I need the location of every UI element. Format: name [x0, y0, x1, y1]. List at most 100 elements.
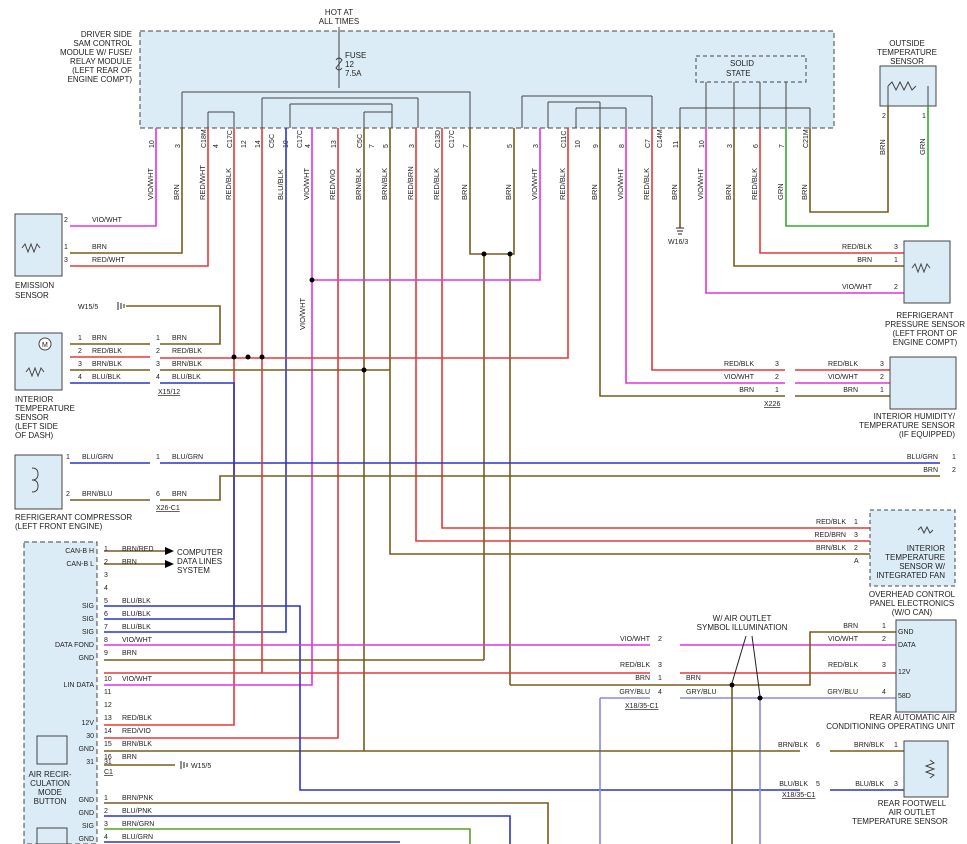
rear-ac-pin: 3: [882, 662, 886, 669]
x226-connector-label: X226: [764, 401, 780, 408]
x18-left-pin: 1: [658, 675, 662, 682]
svg-text:SENSOR: SENSOR: [15, 413, 49, 422]
sam-pin: C18M: [201, 129, 208, 148]
sam-wire: BRN: [460, 184, 469, 200]
svg-text:AIR RECIR-: AIR RECIR-: [28, 770, 71, 779]
rear-ac-wire: RED/BLK: [828, 662, 858, 669]
rear-ac-wire: VIO/WHT: [828, 636, 859, 643]
interior-wire: BRN: [92, 335, 107, 342]
svg-text:PRESSURE SENSOR: PRESSURE SENSOR: [885, 320, 965, 329]
compressor-label-2: (LEFT FRONT ENGINE): [15, 522, 103, 531]
hot-label-1: HOT AT: [325, 8, 353, 17]
sam-wire: BRN/BLK: [354, 168, 363, 200]
ccm-wire: VIO/WHT: [122, 676, 153, 683]
svg-text:(LEFT FRONT OF: (LEFT FRONT OF: [892, 329, 957, 338]
ccm-pin: 8: [104, 637, 108, 644]
rear-ac-wire: GRY/BLU: [827, 689, 858, 696]
svg-text:PANEL ELECTRONICS: PANEL ELECTRONICS: [870, 599, 954, 608]
x18-left-pin: 4: [658, 689, 662, 696]
solid-state-box: [695, 55, 807, 83]
svg-text:ENGINE COMPT): ENGINE COMPT): [68, 75, 133, 84]
pressure-pin: 2: [894, 284, 898, 291]
ground-w15-top-label: W15/5: [78, 304, 98, 311]
sam-wire: RED/WHT: [198, 165, 207, 200]
svg-text:DRIVER SIDE: DRIVER SIDE: [81, 30, 132, 39]
sam-pin: 10: [575, 140, 582, 148]
emission-label-1: EMISSION: [15, 281, 54, 290]
svg-text:SYSTEM: SYSTEM: [177, 566, 210, 575]
x18-left-wire: RED/BLK: [620, 662, 650, 669]
sam-wire: RED/BLK: [642, 168, 651, 200]
svg-text:(LEFT SIDE: (LEFT SIDE: [15, 422, 58, 431]
sam-pin: C5C: [269, 134, 276, 148]
svg-text:AIR OUTLET: AIR OUTLET: [888, 808, 935, 817]
x18-left-pin: 2: [658, 636, 662, 643]
lower-switch-box: [36, 827, 68, 844]
overhead-panel-box: [869, 509, 956, 587]
sam-pin: 14: [255, 140, 262, 148]
ccm-pin-function: GND: [78, 746, 94, 753]
ccm-lower-pin: 3: [104, 821, 108, 828]
overhead-wire: RED/BRN: [814, 532, 846, 539]
sam-pin: 8: [619, 144, 626, 148]
interior-humidity-label: INTERIOR HUMIDITY/ TEMPERATURE SENSOR (I…: [859, 412, 956, 439]
sam-wire: RED/BLK: [224, 168, 233, 200]
ccm-wire: BRN: [122, 559, 137, 566]
sam-wire: BRN: [172, 184, 181, 200]
emission-sensor-icon: [21, 242, 41, 254]
sam-pin: 7: [369, 144, 376, 148]
footwell-conn-wire: BLU/BLK: [779, 781, 808, 788]
sam-pin: C7: [645, 139, 652, 148]
ccm-lower-pin: 4: [104, 834, 108, 841]
outside-temp-label-1: OUTSIDE: [889, 39, 925, 48]
ccm-wire: BRN/BLK: [122, 741, 152, 748]
svg-text:MODE: MODE: [38, 788, 62, 797]
overhead-pin: 1: [854, 519, 858, 526]
x15-wire: BLU/BLK: [172, 374, 201, 381]
svg-text:REAR FOOTWELL: REAR FOOTWELL: [878, 799, 947, 808]
sam-pin: 13: [331, 140, 338, 148]
ccm-pin-function: 12V: [82, 720, 95, 727]
ccm-pin-function: CAN-B L: [66, 561, 94, 568]
splice-dots: [231, 251, 763, 701]
sam-pin: C17C: [297, 130, 304, 148]
sam-wire: VIO/WHT: [616, 168, 625, 200]
compressor-label-1: REFRIGERANT COMPRESSOR: [15, 513, 132, 522]
sam-wire: BRN: [504, 184, 513, 200]
outside-temp-sensor-box: [879, 65, 937, 107]
sam-wire: RED/BLK: [432, 168, 441, 200]
ccm-pin-function: SIG: [82, 616, 94, 623]
x15-pin: 4: [156, 374, 160, 381]
emission-wire: RED/WHT: [92, 257, 125, 264]
sam-pin: 3: [727, 144, 734, 148]
rear-ac-label-1: REAR AUTOMATIC AIR: [870, 713, 956, 722]
sam-wire: VIO/WHT: [146, 168, 155, 200]
svg-text:BUTTON: BUTTON: [34, 797, 67, 806]
ccm-pin: 6: [104, 611, 108, 618]
fuse-icon: [335, 57, 343, 71]
footwell-conn-pin: 5: [816, 781, 820, 788]
interior-temp-sensor-box: [14, 332, 63, 391]
svg-text:TEMPERATURE: TEMPERATURE: [15, 404, 75, 413]
hot-label-2: ALL TIMES: [319, 17, 359, 26]
climate-control-module-box: [23, 541, 98, 844]
air-outlet-note-1: W/ AIR OUTLET: [713, 614, 772, 623]
fuse-label: FUSE: [345, 51, 366, 60]
sam-wire: BRN/BLK: [380, 168, 389, 200]
interior-wire: BRN/BLK: [92, 361, 122, 368]
x226-pin: 3: [775, 361, 779, 368]
svg-text:COMPUTER: COMPUTER: [177, 548, 223, 557]
ccm-lower-pin: 1: [104, 795, 108, 802]
sam-wire: BLU/BLK: [276, 169, 285, 200]
ccm-lower-wire: BLU/PNK: [122, 808, 152, 815]
sam-wire: RED/BLK: [750, 168, 759, 200]
x18-left-pin: 3: [658, 662, 662, 669]
compressor-right-pin: 1: [952, 454, 956, 461]
ccm-pin: 11: [104, 689, 111, 696]
clutch-coil-icon: [31, 467, 39, 493]
